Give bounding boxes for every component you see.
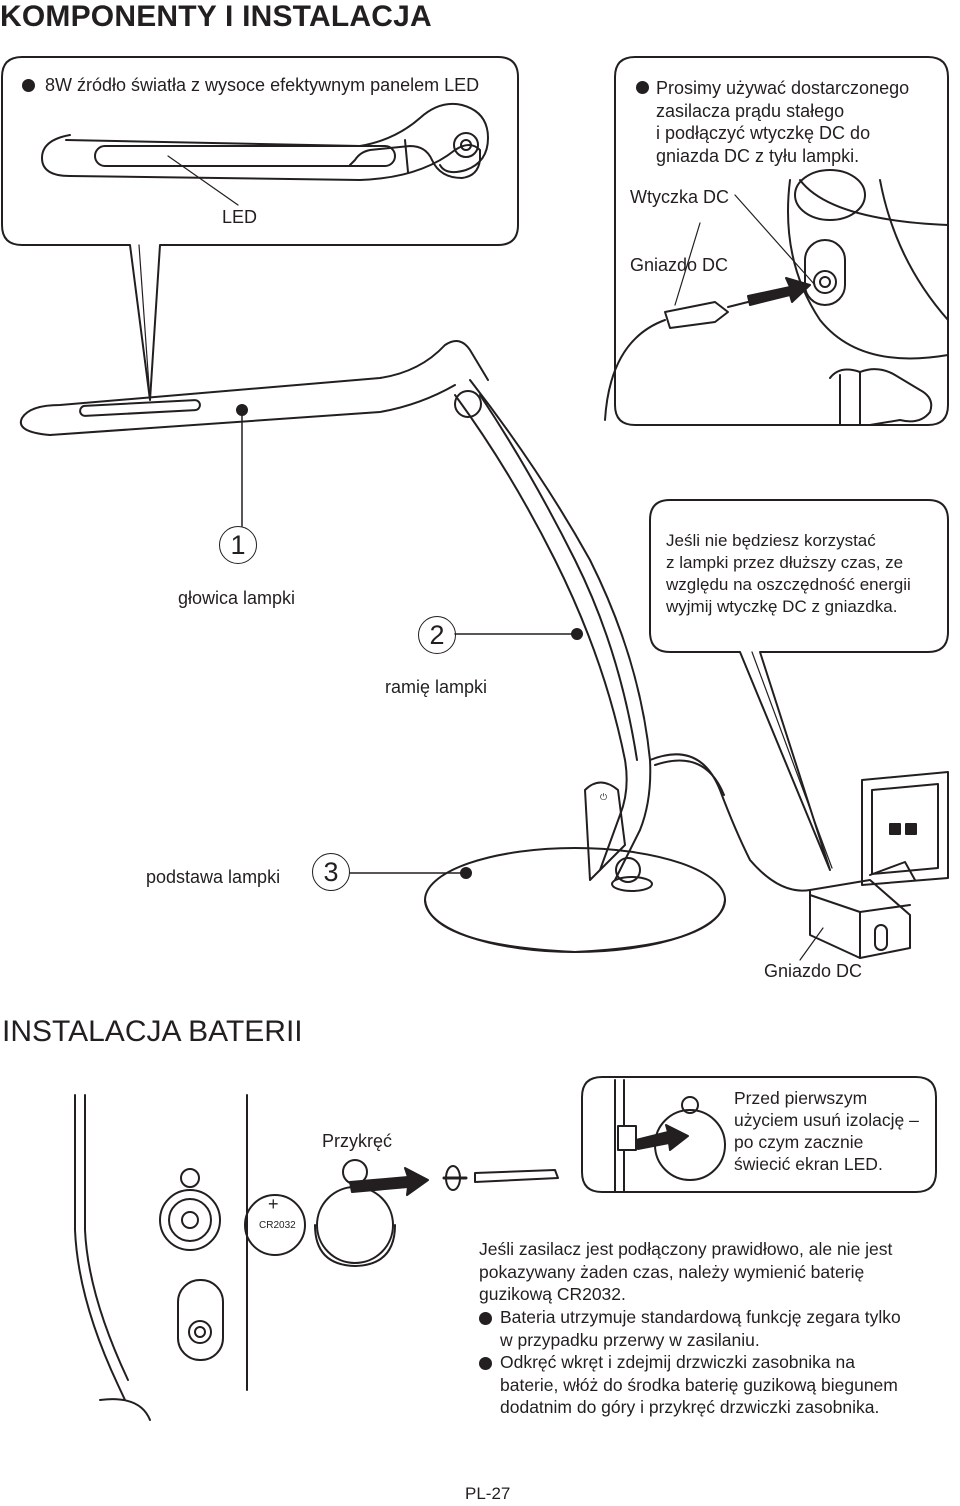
insert-arrow-icon (747, 277, 811, 306)
battery-door-drawing (314, 1159, 396, 1267)
socket-label: Gniazdo DC (630, 255, 729, 275)
screw-label: Przykręć (322, 1131, 393, 1151)
bullet (22, 79, 35, 92)
page-title: KOMPONENTY I INSTALACJA (0, 0, 432, 33)
component-number-3: 3 (312, 853, 350, 891)
component-label-arm: ramię lampki (385, 677, 488, 697)
battery-bullet-2: Odkręć wkręt i zdejmij drzwiczki zasobni… (500, 1352, 898, 1417)
bullet (479, 1357, 492, 1370)
plug-label: Wtyczka DC (630, 187, 729, 207)
screw-icon (442, 1165, 468, 1191)
led-source-text: 8W źródło światła z wysoce efektywnym pa… (45, 75, 480, 95)
battery-bullet-1: Bateria utrzymuje standardową funkcję ze… (500, 1307, 901, 1350)
coin-battery (244, 1194, 306, 1256)
lamp-base-drawing (424, 847, 726, 953)
page-number: PL-27 (465, 1484, 511, 1503)
unplug-callout-bubble (649, 499, 949, 871)
insulation-detail (614, 1079, 726, 1193)
screwdriver-icon (474, 1169, 559, 1183)
unplug-note: Jeśli nie będziesz korzystać z lampki pr… (666, 531, 911, 616)
pull-tab-arrow-icon (635, 1124, 689, 1151)
battery-section-title: INSTALACJA BATERII (2, 1015, 303, 1048)
dc-note: Prosimy używać dostarczonego zasilacza p… (656, 78, 910, 166)
lamp-arm-drawing: ⏻ (454, 379, 652, 881)
component-label-base: podstawa lampki (146, 867, 281, 887)
dc-callout-bubble (614, 56, 949, 426)
component-number-2: 2 (418, 616, 456, 654)
battery-model-label: CR2032 (259, 1220, 296, 1231)
replace-battery-note: Jeśli zasilacz jest podłączony prawidłow… (479, 1239, 893, 1304)
bullet (479, 1312, 492, 1325)
component-number-1: 1 (219, 526, 257, 564)
svg-text:⏻: ⏻ (600, 792, 607, 802)
dc-socket-detail (604, 169, 949, 426)
adapter-label: Gniazdo DC (764, 961, 863, 981)
insulation-note: Przed pierwszym użyciem usuń izolację – … (734, 1088, 919, 1174)
led-label: LED (222, 207, 258, 227)
insulation-callout-bubble (581, 1076, 937, 1193)
lamp-head-small-drawing (41, 102, 489, 206)
bullet (636, 81, 649, 94)
led-callout-bubble (1, 56, 519, 401)
lamp-head-drawing (19, 340, 489, 436)
battery-lamp-back-drawing (74, 1094, 248, 1421)
power-adapter-drawing (799, 771, 949, 961)
component-label-head: głowica lampki (178, 588, 296, 608)
screw-arrow-icon (349, 1167, 429, 1196)
battery-plus-sign: + (268, 1194, 279, 1214)
